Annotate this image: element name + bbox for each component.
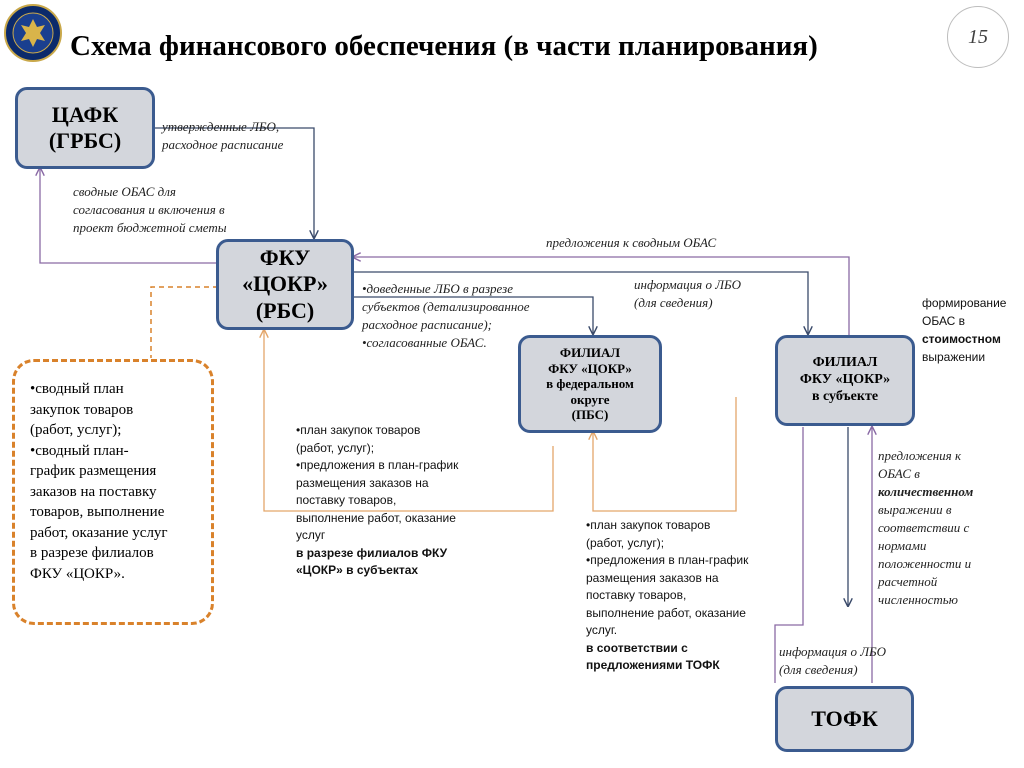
label-line: услуг — [296, 528, 326, 542]
box-tofk: ТОФК — [775, 686, 914, 752]
label-line: поставку товаров, — [586, 588, 687, 602]
arrow-filial-fo-to-fku — [264, 330, 554, 512]
label-proposals-obas: предложения к сводным ОБАС — [546, 235, 717, 250]
label-line: выполнение работ, оказание — [586, 605, 746, 620]
label-line: формирование — [922, 296, 1007, 310]
box-filial-fo-line: округе — [570, 391, 610, 407]
emblem-icon — [3, 3, 63, 63]
label-line: •план закупок товаров — [296, 423, 421, 437]
note-line: ФКУ «ЦОКР». — [30, 565, 125, 582]
box-filial-subject: ФИЛИАЛ ФКУ «ЦОКР» в субъекте — [775, 335, 915, 426]
note-line: закупок товаров — [30, 401, 134, 418]
label-line: •доведенные ЛБО в разрезе — [362, 281, 513, 296]
label-line: •предложения в план-график — [586, 553, 749, 567]
box-fku-line: (РБС) — [255, 297, 315, 323]
box-filial-subj-line: в субъекте — [811, 388, 879, 404]
box-filial-subj-line: ФКУ «ЦОКР» — [799, 372, 891, 388]
label-line: сводные ОБАС для — [73, 184, 176, 199]
label-line: поставку товаров, — [296, 493, 397, 507]
dashed-link-fku-note — [150, 286, 218, 358]
arrow-fku-to-cafk — [40, 168, 218, 264]
label-line: услуг. — [586, 623, 618, 637]
label-line: нормами — [878, 538, 927, 553]
note-line: работ, оказание услуг — [30, 524, 168, 541]
label-line: расходное расписание); — [362, 317, 492, 332]
label-line: субъектов (детализированное — [362, 299, 530, 314]
label-line: выражении — [922, 350, 986, 364]
dashed-note-frame — [12, 359, 214, 625]
label-line: расчетной — [878, 574, 938, 589]
label-line: размещения заказов на — [296, 475, 429, 490]
box-cafk: ЦАФК (ГРБС) — [15, 87, 155, 169]
box-fku-line: ФКУ — [259, 244, 311, 270]
label-brought-lbo: •доведенные ЛБО в разрезе субъектов (дет… — [362, 280, 530, 352]
label-line: утвержденные ЛБО, — [162, 119, 280, 134]
note-line: •сводный план- — [30, 442, 129, 459]
label-plan-right: •план закупок товаров (работ, услуг); •п… — [586, 517, 748, 675]
label-line: численностью — [878, 592, 958, 607]
label-line: «ЦОКР» в субъектах — [296, 563, 419, 577]
arrow-fku-to-filial-subj — [353, 271, 808, 334]
label-line: (для сведения) — [779, 662, 858, 677]
label-line: положенности и — [878, 556, 972, 571]
label-line: выражении в — [878, 502, 952, 517]
label-svod-obas: сводные ОБАС для согласования и включени… — [73, 183, 227, 237]
label-info-lbo-bottom: информация о ЛБО (для сведения) — [779, 643, 886, 679]
arrow-filial-subj-to-fku — [353, 257, 850, 336]
label-approved-lbo: утвержденные ЛБО, расходное расписание — [162, 118, 283, 154]
label-line: (работ, услуг); — [296, 440, 375, 455]
note-line: •сводный план — [30, 381, 124, 397]
arrow-cafk-to-fku — [154, 127, 314, 238]
box-cafk-line: ЦАФК — [51, 101, 119, 127]
label-proposals-quant: предложения к ОБАС в количественном выра… — [878, 447, 973, 609]
label-forming-obas: формирование ОБАС в стоимостном выражени… — [922, 294, 1006, 366]
label-info-lbo-top: информация о ЛБО (для сведения) — [634, 276, 741, 312]
label-line: предложениями ТОФК — [586, 658, 720, 672]
page-number: 15 — [947, 6, 1009, 68]
label-line: предложения к — [878, 448, 962, 463]
label-line: согласования и включения в — [73, 202, 225, 217]
label-line: информация о ЛБО — [779, 644, 887, 659]
label-line: ОБАС в — [922, 314, 966, 328]
label-line: выполнение работ, оказание — [296, 510, 456, 525]
dashed-note-text: •сводный план закупок товаров (работ, ус… — [30, 379, 208, 584]
box-filial-fo-line: ФИЛИАЛ — [559, 345, 621, 361]
arrow-tofk-info-to-filial-subj — [774, 427, 804, 683]
label-line: (работ, услуг); — [586, 535, 665, 550]
arrow-filial-subj-to-filial-fo — [593, 397, 737, 512]
box-filial-subj-line: ФИЛИАЛ — [812, 355, 878, 371]
label-line: количественном — [878, 484, 974, 499]
label-line: •план закупок товаров — [586, 518, 711, 532]
label-line: •предложения в план-график — [296, 458, 459, 472]
label-line: размещения заказов на — [586, 570, 719, 585]
box-tofk-line: ТОФК — [811, 705, 878, 731]
note-line: в разрезе филиалов — [30, 545, 154, 561]
box-fku-line: «ЦОКР» — [242, 271, 328, 297]
label-line: в разрезе филиалов ФКУ — [296, 545, 448, 560]
note-line: заказов на поставку — [30, 483, 157, 500]
label-plan-center: •план закупок товаров (работ, услуг); •п… — [296, 422, 458, 580]
arrow-fku-to-filial-fo — [353, 296, 593, 334]
box-fku-cokr: ФКУ «ЦОКР» (РБС) — [216, 239, 354, 330]
box-filial-fo-line: (ПБС) — [571, 407, 609, 423]
note-line: товаров, выполнение — [30, 504, 165, 520]
note-line: график размещения — [30, 463, 157, 479]
box-cafk-line: (ГРБС) — [48, 128, 122, 153]
box-filial-fo-line: ФКУ «ЦОКР» — [548, 360, 632, 376]
label-line: •согласованные ОБАС. — [362, 335, 487, 350]
label-line: соответствии с — [878, 520, 970, 535]
label-line: (для сведения) — [634, 295, 713, 310]
label-line: стоимостном — [922, 332, 1001, 346]
label-line: информация о ЛБО — [634, 277, 742, 292]
label-line: в соответствии с — [586, 640, 688, 655]
box-filial-fo-line: в федеральном — [546, 376, 634, 392]
label-line: проект бюджетной сметы — [73, 220, 227, 235]
page-title: Схема финансового обеспечения (в части п… — [70, 30, 818, 62]
box-filial-fo: ФИЛИАЛ ФКУ «ЦОКР» в федеральном округе (… — [518, 335, 662, 433]
label-line: расходное расписание — [162, 137, 284, 152]
note-line: (работ, услуг); — [30, 422, 122, 438]
label-line: ОБАС в — [878, 466, 920, 481]
